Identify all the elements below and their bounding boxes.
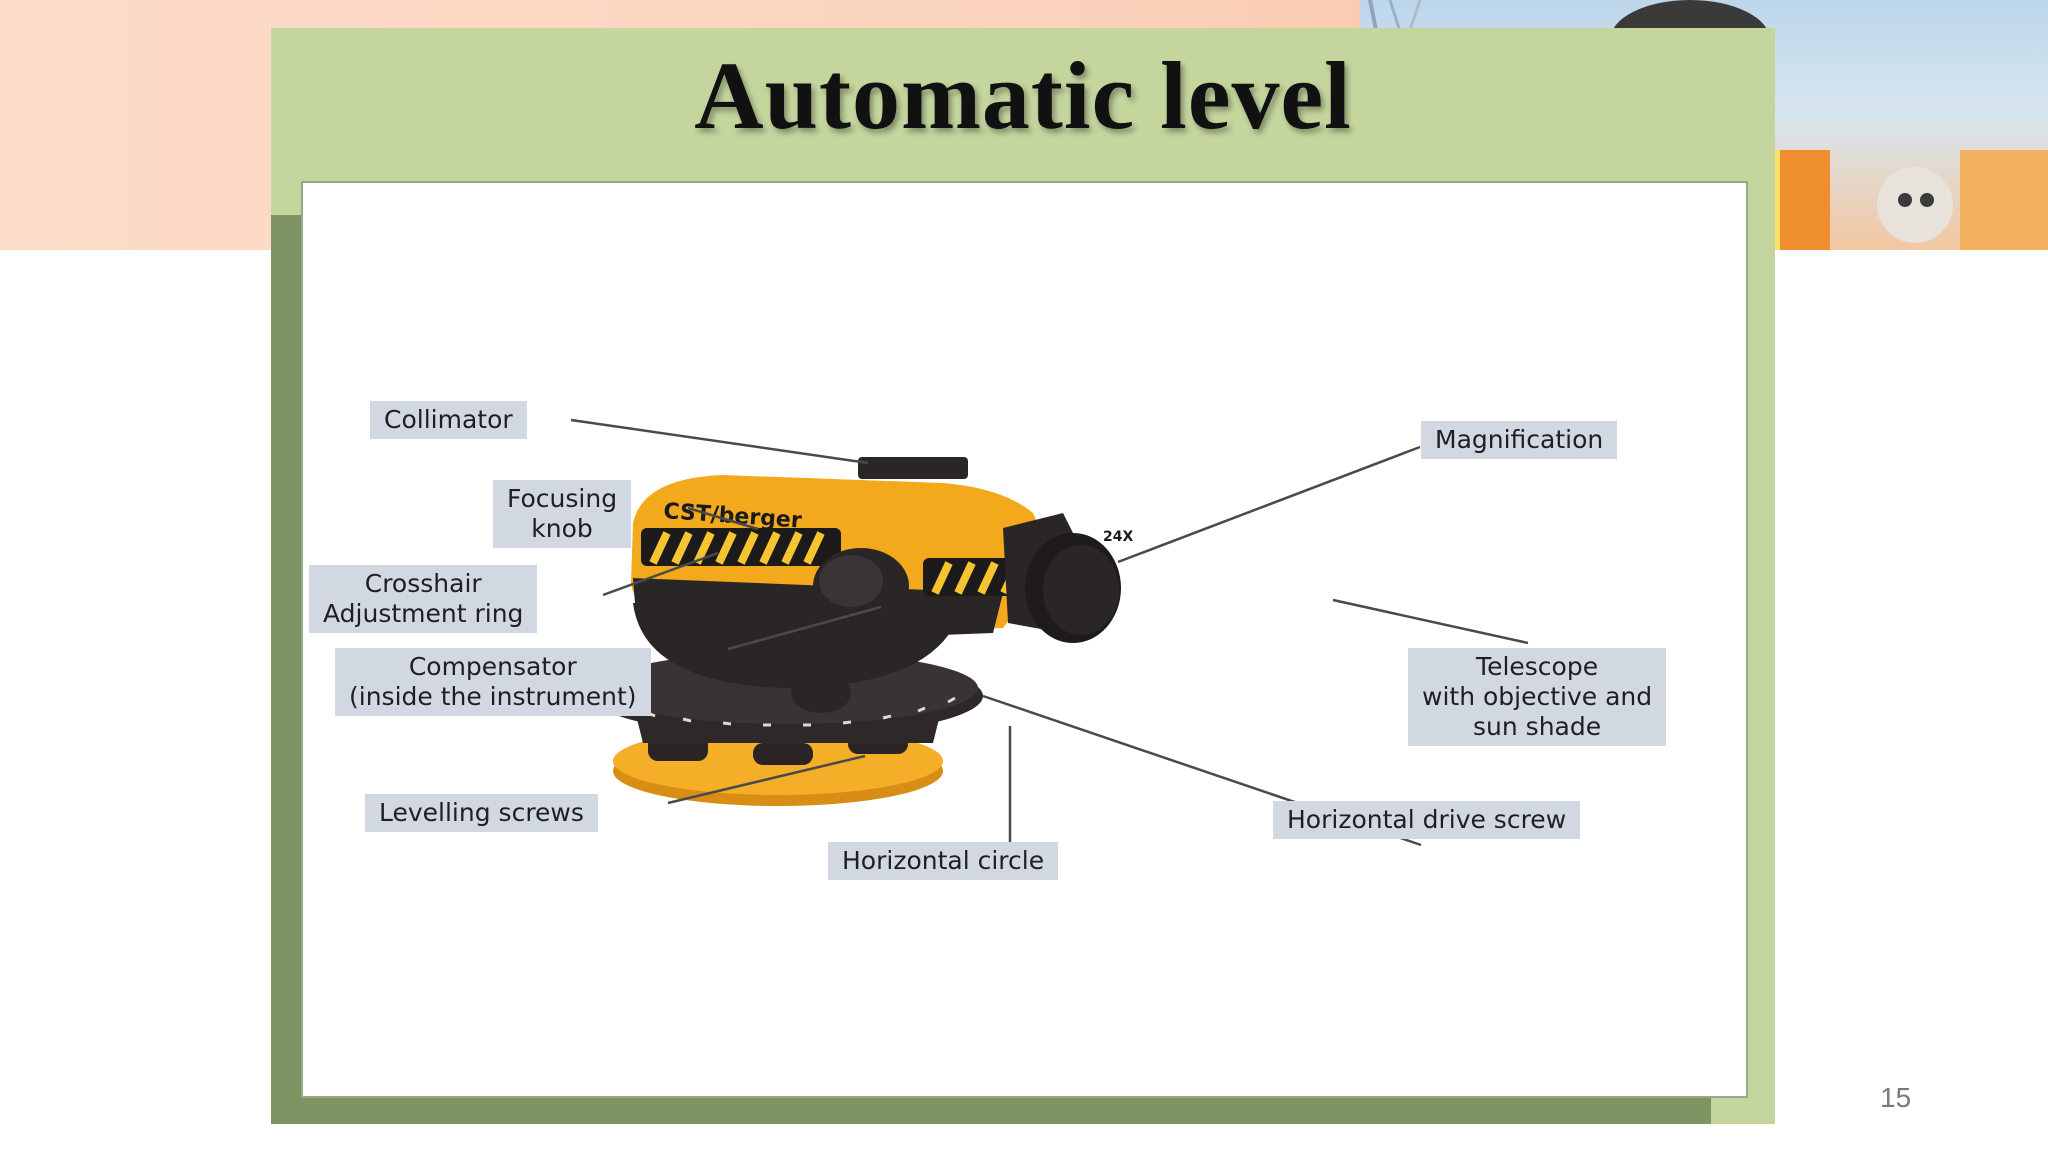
callout-horizontal-circle: Horizontal circle <box>828 842 1059 880</box>
frame-shadow-left <box>271 215 301 1124</box>
leader-lines <box>570 418 1529 873</box>
callout-horizontal-drive-screw: Horizontal drive screw <box>1273 801 1581 839</box>
callout-levelling-screws: Levelling screws <box>365 794 598 832</box>
frame-shadow-bottom <box>271 1094 1711 1124</box>
page-number: 15 <box>1880 1082 1912 1113</box>
callout-magnification: Magnification <box>1421 421 1618 459</box>
magnification-mark: 24X <box>1103 529 1133 545</box>
callout-focusing-knob: Focusing knob <box>493 480 632 548</box>
callout-collimator: Collimator <box>370 401 527 439</box>
slide-title: Automatic level <box>694 42 1352 149</box>
callout-crosshair-adjustment-ring: Crosshair Adjustment ring <box>309 565 538 633</box>
callout-compensator: Compensator (inside the instrument) <box>335 648 651 716</box>
diagram-panel: CST/berger 24X Collimator Focusing knob … <box>301 181 1748 1098</box>
automatic-level-illustration: CST/berger 24X <box>570 418 1529 873</box>
callout-telescope: Telescope with objective and sun shade <box>1408 648 1667 746</box>
